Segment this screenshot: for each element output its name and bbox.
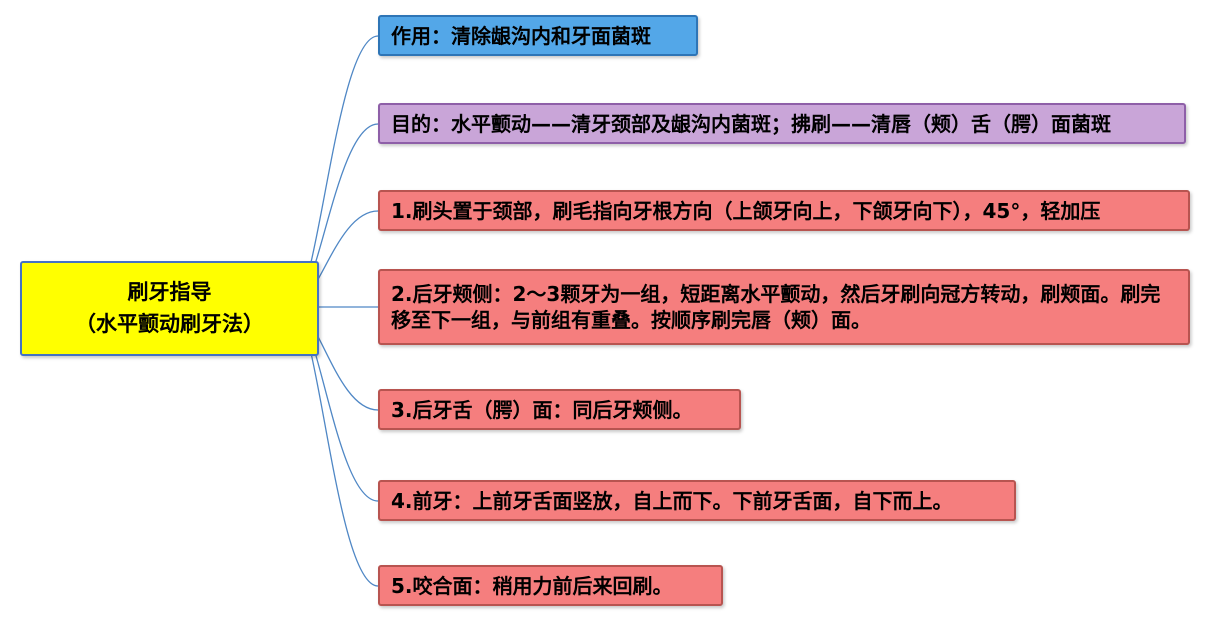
root-node-label-line2: （水平颤动刷牙法） (75, 311, 264, 336)
branch-node-step-1[interactable]: 1.刷头置于颈部，刷毛指向牙根方向（上颌牙向上，下颌牙向下），45°，轻加压 (378, 190, 1190, 231)
branch-node-label: 2.后牙颊侧：2～3颗牙为一组，短距离水平颤动，然后牙刷向冠方转动，刷颊面。刷完… (391, 282, 1161, 332)
branch-node-label: 3.后牙舌（腭）面：同后牙颊侧。 (391, 397, 693, 422)
branch-node-purpose[interactable]: 目的：水平颤动——清牙颈部及龈沟内菌斑；拂刷——清唇（颊）舌（腭）面菌斑 (378, 103, 1186, 144)
root-node[interactable]: 刷牙指导 （水平颤动刷牙法） (20, 261, 319, 356)
branch-node-step-4[interactable]: 4.前牙：上前牙舌面竖放，自上而下。下前牙舌面，自下而上。 (378, 480, 1016, 521)
branch-node-step-5[interactable]: 5.咬合面：稍用力前后来回刷。 (378, 565, 723, 606)
branch-node-step-2[interactable]: 2.后牙颊侧：2～3颗牙为一组，短距离水平颤动，然后牙刷向冠方转动，刷颊面。刷完… (378, 269, 1190, 345)
root-node-label-line1: 刷牙指导 (127, 280, 212, 304)
branch-node-label: 作用：清除龈沟内和牙面菌斑 (391, 23, 651, 48)
branch-node-label: 目的：水平颤动——清牙颈部及龈沟内菌斑；拂刷——清唇（颊）舌（腭）面菌斑 (391, 111, 1111, 136)
branch-node-function[interactable]: 作用：清除龈沟内和牙面菌斑 (378, 15, 698, 56)
branch-node-step-3[interactable]: 3.后牙舌（腭）面：同后牙颊侧。 (378, 389, 741, 430)
branch-node-label: 4.前牙：上前牙舌面竖放，自上而下。下前牙舌面，自下而上。 (391, 488, 953, 513)
branch-node-label: 5.咬合面：稍用力前后来回刷。 (391, 573, 673, 598)
branch-node-label: 1.刷头置于颈部，刷毛指向牙根方向（上颌牙向上，下颌牙向下），45°，轻加压 (391, 198, 1101, 223)
